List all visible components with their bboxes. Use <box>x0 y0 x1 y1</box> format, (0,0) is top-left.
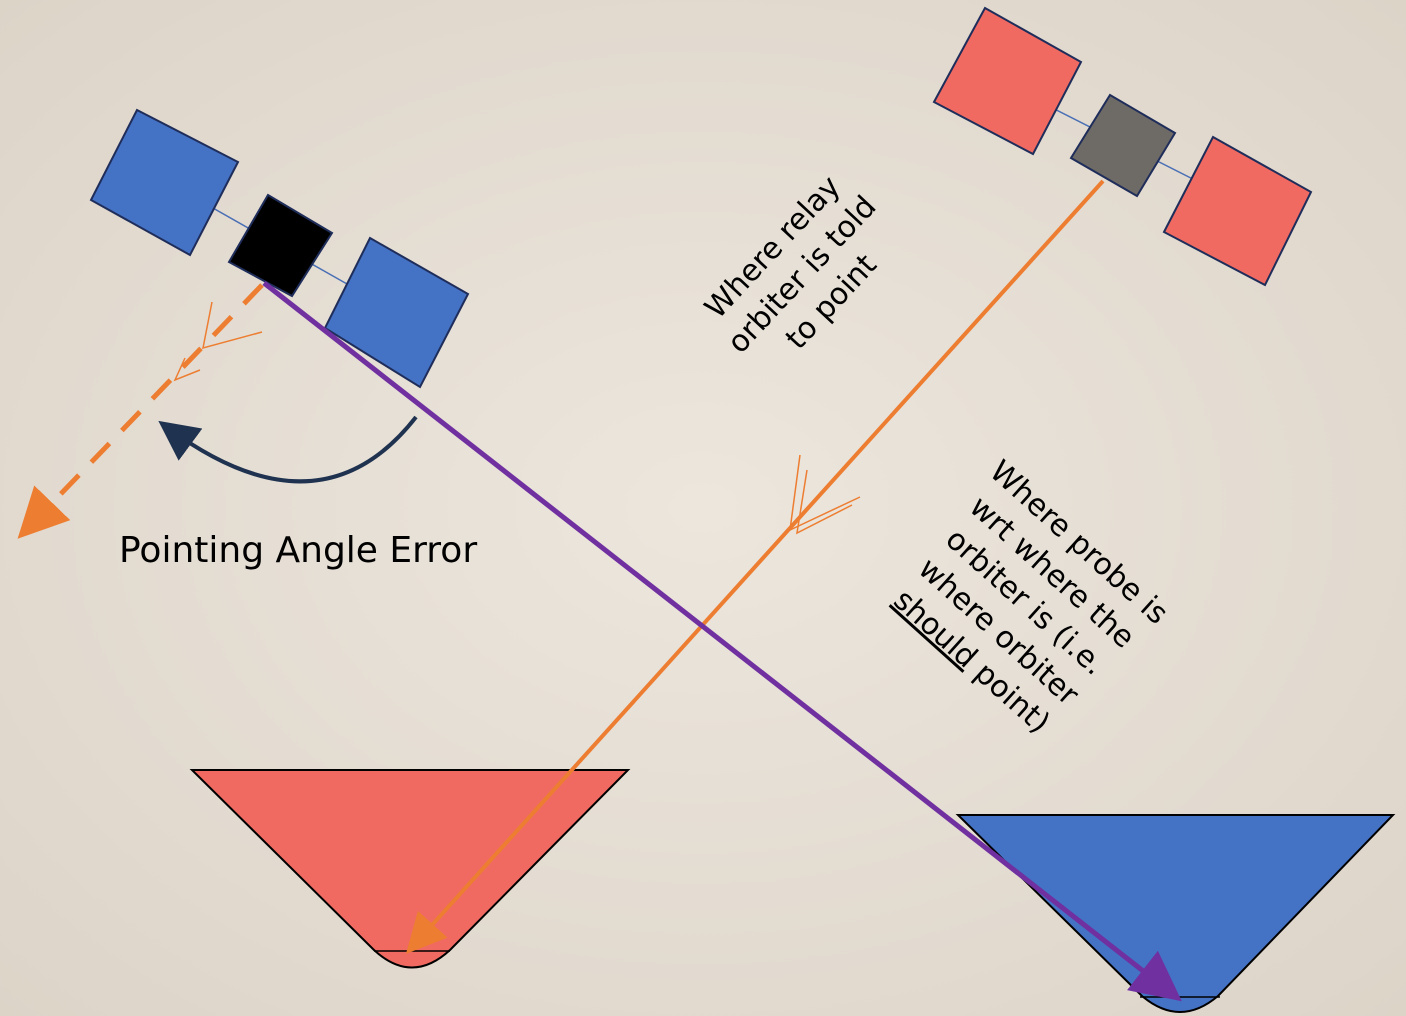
blue-satellite <box>89 108 470 389</box>
commanded-pointing-line <box>405 179 1105 954</box>
commanded-pointing-chevron-outer <box>789 454 861 532</box>
commanded-pointing-chevron-inner <box>796 469 853 535</box>
red-solar-panel-left <box>932 6 1083 156</box>
blue-satellite-bus <box>227 193 334 298</box>
red-satellite-bus <box>1069 93 1177 198</box>
erroneous-pointing-chevron-inner <box>173 357 201 382</box>
pointing-angle-error-label: Pointing Angle Error <box>119 530 477 571</box>
red-satellite <box>932 6 1313 287</box>
pointing-angle-error-arc <box>158 415 418 484</box>
red-ground-station-bowl <box>189 769 631 969</box>
true-probe-direction-line <box>262 281 1182 1002</box>
erroneous-pointing-chevron-outer <box>202 301 263 350</box>
blue-solar-panel-left <box>89 108 240 257</box>
red-solar-panel-right <box>1162 135 1313 287</box>
erroneous-pointing-line <box>17 283 264 539</box>
blue-solar-panel-right <box>323 236 470 389</box>
